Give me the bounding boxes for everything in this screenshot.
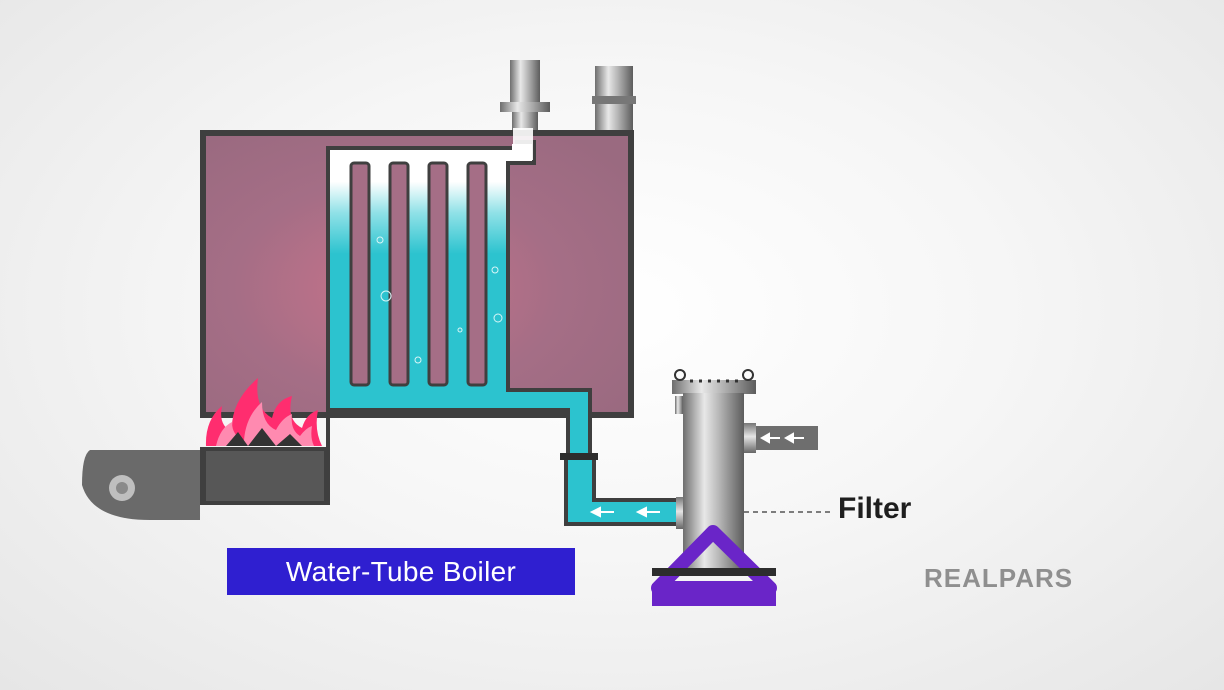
flame-icon bbox=[205, 378, 322, 446]
brand-logo: REALPARS bbox=[924, 563, 1074, 593]
diagram-caption: Water-Tube Boiler bbox=[227, 548, 575, 595]
chimney bbox=[592, 66, 636, 136]
water-bubbles bbox=[376, 236, 503, 364]
filter-inlet-pipe bbox=[756, 426, 818, 450]
filter-stand bbox=[651, 525, 777, 606]
feed-water-pipe bbox=[560, 453, 684, 529]
filter-vessel bbox=[672, 369, 756, 575]
steam-outlet-pipe bbox=[500, 40, 550, 132]
furnace bbox=[82, 447, 330, 520]
filter-label: Filter bbox=[838, 492, 912, 525]
flow-arrows-left bbox=[589, 506, 660, 518]
riser-tubes bbox=[349, 161, 488, 387]
